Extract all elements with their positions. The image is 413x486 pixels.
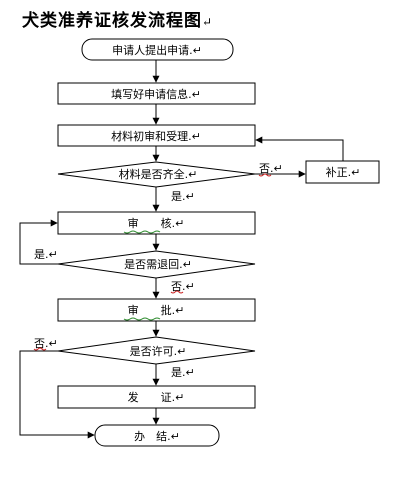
materials-complete-label: 材料是否齐全.↵ (119, 167, 198, 181)
issue-label: 发 证.↵ (128, 390, 185, 404)
supplement-label: 补正.↵ (326, 166, 361, 179)
label-returned-yes: 是.↵ (34, 248, 58, 261)
label-returned-no: 否.↵ (171, 280, 195, 293)
page-title: 犬类准养证核发流程图↵ (22, 6, 213, 31)
end-node-label: 办 结.↵ (134, 430, 180, 443)
label-permitted-yes: 是.↵ (171, 366, 195, 379)
review-label: 审 核.↵ (128, 216, 185, 230)
arrow-not-permitted-to-end (19, 350, 95, 439)
initial-review-label: 材料初审和受理.↵ (111, 129, 201, 143)
permitted-no-underline (33, 347, 47, 351)
review-spellcheck-underline (123, 230, 161, 234)
complete-no-underline (258, 173, 272, 177)
title-text: 犬类准养证核发流程图 (22, 11, 202, 31)
start-node (81, 38, 234, 61)
label-complete-yes: 是.↵ (171, 190, 195, 203)
approve-spellcheck-underline (123, 317, 161, 321)
arrow-returned-loop (19, 219, 58, 265)
arrow-supplement-to-initial (255, 136, 344, 161)
returned-label: 是否需退回.↵ (124, 258, 192, 271)
start-node-label: 申请人提出申请.↵ (112, 43, 202, 57)
approve-label: 审 批.↵ (128, 303, 185, 317)
label-complete-no: 否.↵ (259, 162, 283, 175)
label-permitted-no: 否.↵ (34, 337, 58, 350)
end-node (94, 424, 220, 447)
returned-no-underline (170, 290, 184, 294)
paragraph-mark: ↵ (202, 15, 214, 29)
fill-info-label: 填写好申请信息.↵ (111, 87, 201, 101)
permitted-label: 是否许可.↵ (130, 345, 187, 358)
